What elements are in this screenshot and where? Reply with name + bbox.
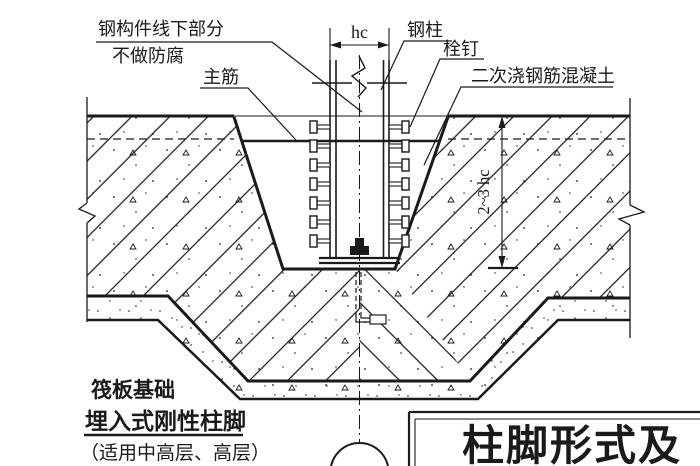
cushion-layer-texture xyxy=(87,296,630,399)
hc-dimension-label: hc xyxy=(351,22,368,42)
hc-dimension: hc xyxy=(329,22,390,60)
anchor-plate xyxy=(369,314,387,325)
annotation-main-rebar: 主筋 xyxy=(200,67,297,141)
embed-depth-label: 2~3 hc xyxy=(474,169,493,214)
section-border-right xyxy=(617,98,646,338)
section-border-left xyxy=(77,97,97,322)
title-block-text: 柱脚形式及 xyxy=(462,423,682,466)
caption-line1: 筏板基础 xyxy=(91,378,175,402)
title-block: 柱脚形式及 xyxy=(407,410,700,466)
anchor-nut xyxy=(350,246,369,255)
steel-column-leader xyxy=(380,40,452,91)
no-corrosion-label-line1: 钢构件线下部分 xyxy=(98,19,224,39)
anchor-bolt-stub xyxy=(355,238,364,247)
caption-line3: （适用中高层、高层） xyxy=(80,442,270,464)
break-symbol-left xyxy=(77,202,97,224)
caption-line2: 埋入式刚性柱脚 xyxy=(85,409,246,434)
annotation-no-corrosion: 钢构件线下部分 不做防腐 xyxy=(96,19,363,113)
embed-depth-dimension: 2~3 hc xyxy=(474,116,518,270)
break-symbol-right xyxy=(617,204,646,226)
anchor-bolt xyxy=(355,272,387,325)
secondary-concrete-leader xyxy=(423,86,613,166)
shear-stud-label: 栓钉 xyxy=(443,39,479,59)
main-rebar-leader xyxy=(200,87,297,141)
annotation-steel-column: 钢柱 xyxy=(380,20,452,91)
caption-block: 筏板基础 埋入式刚性柱脚 （适用中高层、高层） xyxy=(80,378,270,464)
no-corrosion-label-line2: 不做防腐 xyxy=(112,46,184,66)
steel-column-label: 钢柱 xyxy=(407,20,443,40)
detail-circle xyxy=(330,442,389,466)
column-base-plate xyxy=(319,238,400,265)
annotation-shear-stud: 栓钉 xyxy=(409,39,484,128)
secondary-concrete-label: 二次浇钢筋混凝土 xyxy=(471,66,615,86)
no-corrosion-leader xyxy=(96,41,363,113)
raft-slab-hatch xyxy=(87,116,630,399)
shear-stud-leader xyxy=(409,58,484,128)
column-break-symbol xyxy=(350,55,367,98)
main-rebar-label: 主筋 xyxy=(203,67,239,87)
annotation-secondary-concrete: 二次浇钢筋混凝土 xyxy=(423,66,615,166)
